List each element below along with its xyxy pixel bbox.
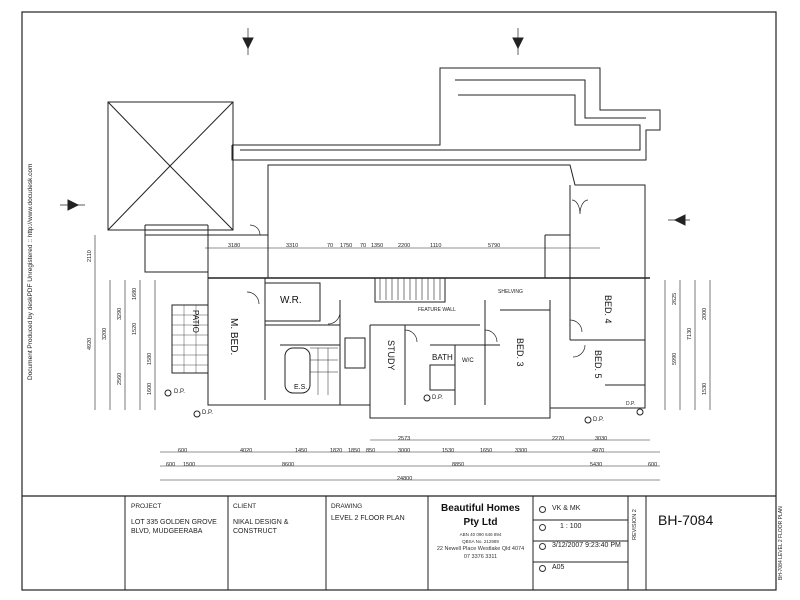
dimension-bottom: 600 — [166, 462, 176, 468]
dimension-left: 4920 — [87, 337, 93, 350]
dimension-bottom: 2270 — [552, 436, 565, 442]
room-label-master-bed: M. BED. — [228, 318, 239, 356]
label-feature-wall: FEATURE WALL — [418, 307, 456, 313]
client-value: NIKAL DESIGN & CONSTRUCT — [233, 519, 289, 535]
dimension-left: 3200 — [102, 327, 108, 340]
dimension-top: 2200 — [398, 243, 411, 249]
dimension-left: 2560 — [117, 372, 123, 385]
dimension-bottom: 4970 — [592, 448, 605, 454]
dimension-top: 3310 — [286, 243, 299, 249]
room-label-bed5: BED. 5 — [593, 350, 603, 379]
dimension-top: 70 — [327, 243, 334, 249]
dimension-bottom: 600 — [178, 448, 188, 454]
dimension-bottom: 1820 — [330, 448, 343, 454]
dimension-bottom: 600 — [648, 462, 658, 468]
drawing-number: BH-7084 — [658, 512, 714, 528]
watermark-text: Document Produced by deskPDF Unregistere… — [27, 163, 34, 380]
room-label-wr: W.R. — [280, 295, 302, 306]
dimension-left: 2110 — [87, 250, 93, 262]
dimension-right: 7130 — [687, 327, 693, 340]
room-label-bath: BATH — [432, 353, 453, 362]
label-shelving: SHELVING — [498, 289, 523, 295]
project-label: PROJECT — [131, 503, 162, 510]
dimension-total: 24800 — [397, 476, 413, 482]
label-downpipe: D.P. — [174, 389, 185, 395]
company-phone: 07 3376 3311 — [463, 554, 498, 560]
dimension-bottom: 3300 — [515, 448, 528, 454]
plot-date: 3/12/2007 9:23:40 PM — [552, 542, 621, 549]
dimension-bottom: 5430 — [590, 462, 603, 468]
room-label-es: E.S. — [294, 384, 308, 391]
sheet-size: A05 — [552, 564, 565, 571]
company-name: Beautiful Homes — [441, 503, 520, 514]
radio-bullet — [539, 524, 546, 531]
dimension-bottom: 1450 — [295, 448, 308, 454]
dimension-bottom: 1500 — [183, 462, 196, 468]
room-label-wc: W/C — [462, 358, 474, 364]
dimension-top: 1750 — [340, 243, 353, 249]
drawing-label: DRAWING — [331, 503, 363, 510]
revision-label: REVISION 2 — [632, 509, 638, 540]
dimension-bottom: 850 — [366, 448, 376, 454]
dimension-bottom: 3030 — [595, 436, 608, 442]
dimension-bottom: 1650 — [480, 448, 493, 454]
radio-bullet — [539, 543, 546, 550]
scale: 1 : 100 — [560, 523, 582, 530]
project-value: LOT 335 GOLDEN GROVE BLVD, MUDGEERABA — [131, 519, 217, 535]
company-name-suffix: Pty Ltd — [463, 517, 498, 528]
company-address: 22 Newell Place Westlake Qld 4074 — [436, 546, 525, 552]
company-qbsa: QBSA No. 212989 — [462, 539, 499, 544]
dimension-bottom: 2573 — [398, 436, 411, 442]
radio-bullet — [539, 506, 546, 513]
room-label-study: STUDY — [386, 340, 396, 371]
dimension-left: 1580 — [147, 352, 153, 365]
dimension-left: 3290 — [117, 307, 123, 320]
dimension-bottom: 4020 — [240, 448, 253, 454]
side-label-right: BH-7084 LEVEL 2 FLOOR PLAN — [778, 506, 784, 580]
dimension-bottom: 8600 — [282, 462, 295, 468]
label-downpipe: D.P. — [202, 410, 213, 416]
dimension-right: 1530 — [702, 382, 708, 395]
room-label-patio: PATIO — [191, 310, 200, 333]
dimension-top: 1110 — [430, 243, 442, 249]
dimension-top: 3180 — [228, 243, 241, 249]
radio-bullet — [539, 565, 546, 572]
dimension-left: 1520 — [132, 322, 138, 335]
dimension-top: 5790 — [488, 243, 501, 249]
dimension-bottom: 3000 — [398, 448, 411, 454]
room-label-bed4: BED. 4 — [603, 295, 613, 324]
dimension-left: 1680 — [132, 287, 138, 300]
dimension-bottom: 1530 — [442, 448, 455, 454]
drawing-title: LEVEL 2 FLOOR PLAN — [331, 515, 405, 522]
label-downpipe: D.P. — [432, 395, 443, 401]
client-label: CLIENT — [233, 503, 257, 510]
company-abn: ABN 40 090 646 894 — [459, 532, 502, 537]
dimension-right: 5990 — [672, 352, 678, 365]
dimension-right: 2625 — [672, 292, 678, 305]
room-label-bed3: BED. 3 — [515, 338, 525, 367]
dimension-top: 70 — [360, 243, 367, 249]
label-downpipe: D.P. — [626, 401, 636, 407]
dimension-left: 1600 — [147, 382, 153, 395]
label-downpipe: D.P. — [593, 417, 604, 423]
dimension-bottom: 1850 — [348, 448, 361, 454]
drawn-by: VK & MK — [552, 505, 581, 512]
dimension-top: 1350 — [371, 243, 384, 249]
dimension-bottom: 8850 — [452, 462, 465, 468]
dimension-right: 2000 — [702, 307, 708, 320]
